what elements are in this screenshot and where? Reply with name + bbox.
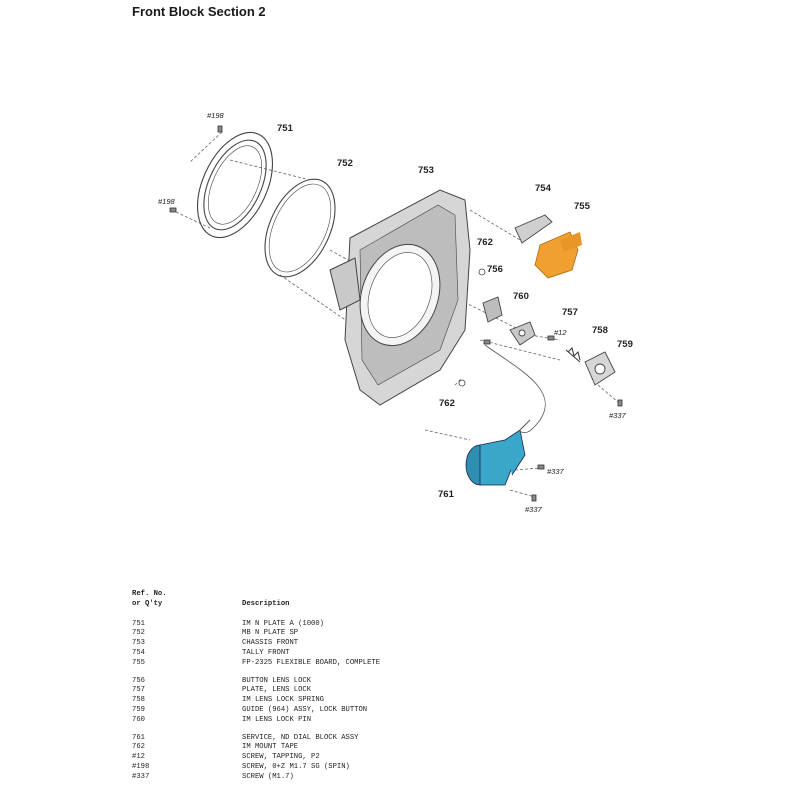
callout-754: 754 [535, 183, 552, 194]
ref-cell: 756 [132, 676, 145, 685]
callout-751: 751 [277, 123, 294, 134]
table-row: 759 GUIDE (964) ASSY, LOCK BUTTON [132, 706, 512, 716]
table-row: 758 IM LENS LOCK SPRING [132, 696, 512, 706]
screws [169, 125, 623, 502]
callout-198-top: #198 [207, 111, 225, 120]
ref-cell: #12 [132, 753, 145, 762]
callout-762-lower: 762 [439, 398, 455, 409]
button-756 [482, 296, 503, 323]
table-row: 752 MB N PLATE SP [132, 629, 512, 639]
parts-group-3: 761 SERVICE, ND DIAL BLOCK ASSY 762 IM MOU… [132, 734, 512, 783]
desc-cell: CHASSIS FRONT [242, 639, 299, 648]
callout-337-dial: #337 [547, 467, 565, 476]
desc-cell: IM LENS LOCK PIN [242, 715, 312, 724]
parts-list-header: Ref. No. or Q'ty Description [132, 590, 512, 610]
table-row: 754 TALLY FRONT [132, 649, 512, 659]
ref-cell: 762 [132, 743, 145, 752]
ref-cell: 753 [132, 639, 145, 648]
mount-tape-762 [458, 268, 486, 387]
callout-12: #12 [554, 328, 567, 337]
callout-756: 756 [487, 264, 503, 275]
ref-cell: #198 [132, 762, 150, 771]
description-header: Description [242, 599, 290, 608]
table-row: 751 IM N PLATE A (1000) [132, 620, 512, 630]
desc-cell: SCREW, TAPPING, P2 [242, 753, 320, 762]
ref-cell: 754 [132, 648, 145, 657]
exploded-view-diagram: 751 752 753 754 755 756 757 758 759 760 … [158, 111, 633, 514]
callout-758: 758 [592, 325, 608, 336]
desc-cell: IM MOUNT TAPE [242, 743, 299, 752]
page-title: Front Block Section 2 [132, 4, 266, 19]
tally-754 [514, 214, 553, 244]
table-row: #12 SCREW, TAPPING, P2 [132, 753, 512, 763]
callout-337-bottom: #337 [525, 505, 543, 514]
desc-cell: MB N PLATE SP [242, 629, 299, 638]
ref-cell: #337 [132, 772, 150, 781]
callout-752: 752 [337, 158, 353, 169]
callout-198-left: #198 [158, 197, 176, 206]
callout-762-upper: 762 [477, 237, 493, 248]
ref-cell: 751 [132, 619, 145, 628]
callout-759: 759 [617, 339, 633, 350]
ring-752 [264, 178, 336, 278]
flex-board-755 [534, 231, 582, 279]
plate-757 [509, 321, 536, 346]
guide-759 [584, 351, 616, 386]
desc-cell: SCREW, 0+Z M1.7 SG (SPIN) [242, 762, 350, 771]
table-row: 753 CHASSIS FRONT [132, 639, 512, 649]
callout-761: 761 [438, 489, 455, 500]
table-row: #198 SCREW, 0+Z M1.7 SG (SPIN) [132, 763, 512, 773]
callout-753: 753 [418, 165, 434, 176]
table-row: 762 IM MOUNT TAPE [132, 743, 512, 753]
ref-cell: 759 [132, 705, 145, 714]
ref-header-line2: or Q'ty [132, 599, 163, 608]
plate-751 [197, 131, 273, 239]
callout-757: 757 [562, 307, 578, 318]
desc-cell: SERVICE, ND DIAL BLOCK ASSY [242, 733, 359, 742]
ref-header-line1: Ref. No. [132, 590, 167, 598]
spring-758 [565, 347, 581, 363]
callout-755: 755 [574, 201, 591, 212]
parts-list: Ref. No. or Q'ty Description 751 IM N PLA… [132, 590, 512, 783]
desc-cell: SCREW (M1.7) [242, 772, 294, 781]
table-row: #337 SCREW (M1.7) [132, 773, 512, 783]
callout-760: 760 [513, 291, 529, 302]
ref-header: Ref. No. or Q'ty [132, 590, 242, 610]
ref-cell: 761 [132, 733, 145, 742]
nd-dial-761 [465, 419, 531, 486]
desc-cell: FP-2325 FLEXIBLE BOARD, COMPLETE [242, 658, 381, 667]
table-row: 761 SERVICE, ND DIAL BLOCK ASSY [132, 734, 512, 744]
ref-cell: 755 [132, 658, 145, 667]
flex-cable [484, 344, 546, 434]
table-row: 760 IM LENS LOCK PIN [132, 716, 512, 726]
desc-cell: BUTTON LENS LOCK [242, 676, 312, 685]
desc-cell: TALLY FRONT [242, 648, 290, 657]
desc-cell: IM LENS LOCK SPRING [242, 696, 324, 705]
table-row: 756 BUTTON LENS LOCK [132, 677, 512, 687]
ref-cell: 760 [132, 715, 145, 724]
callout-337-right: #337 [609, 411, 627, 420]
ref-cell: 758 [132, 696, 145, 705]
ref-cell: 752 [132, 629, 145, 638]
table-row: 755 FP-2325 FLEXIBLE BOARD, COMPLETE [132, 659, 512, 669]
desc-cell: GUIDE (964) ASSY, LOCK BUTTON [242, 705, 368, 714]
ref-cell: 757 [132, 686, 145, 695]
desc-cell: IM N PLATE A (1000) [242, 619, 324, 628]
chassis-753 [329, 189, 471, 406]
table-row: 757 PLATE, LENS LOCK [132, 686, 512, 696]
desc-cell: PLATE, LENS LOCK [242, 686, 312, 695]
